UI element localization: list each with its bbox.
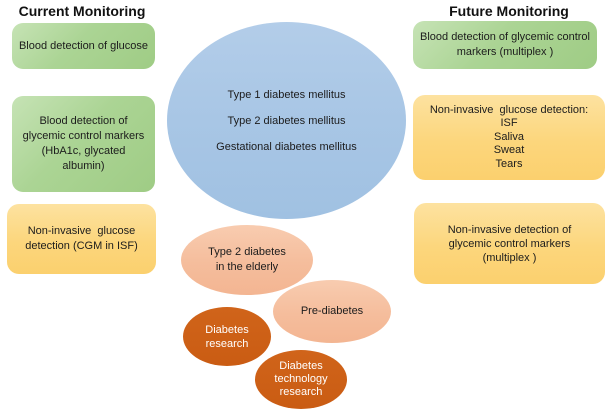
box-blood-detection-glycemic-markers: Blood detection of glycemic control mark… bbox=[12, 96, 155, 192]
ellipse-text-line: Diabetes bbox=[279, 360, 323, 372]
ellipse-text-line: Gestational diabetes mellitus bbox=[216, 140, 357, 153]
box-blood-detection-glucose: Blood detection of glucose bbox=[12, 23, 155, 69]
box-text-line: Non-invasive glucose detection: bbox=[429, 103, 589, 116]
box-text-line: (HbA1c, glycated bbox=[41, 145, 126, 157]
ellipse-diabetes-types: Type 1 diabetes mellitus Type 2 diabetes… bbox=[167, 22, 406, 219]
box-noninvasive-glucose-cgm: Non-invasive glucose detection (CGM in I… bbox=[7, 204, 156, 274]
box-text-line: Saliva bbox=[494, 130, 524, 143]
ellipse-diabetes-research: Diabetes research bbox=[183, 307, 271, 366]
box-text-line: Blood detection of bbox=[39, 115, 128, 127]
future-monitoring-header: Future Monitoring bbox=[449, 3, 569, 19]
ellipse-diabetes-technology-research: Diabetes technology research bbox=[255, 350, 347, 409]
box-text-line: (multiplex ) bbox=[482, 251, 537, 264]
box-text-line: Blood detection of glucose bbox=[18, 39, 149, 52]
ellipse-text-line: research bbox=[279, 386, 323, 398]
ellipse-text-line: Type 1 diabetes mellitus bbox=[227, 88, 346, 101]
ellipse-text-line: Type 2 diabetes mellitus bbox=[227, 114, 346, 127]
box-text-line: albumin) bbox=[62, 160, 105, 172]
box-noninvasive-detection-multiplex: Non-invasive detection of glycemic contr… bbox=[414, 203, 605, 284]
ellipse-type2-elderly: Type 2 diabetes in the elderly bbox=[181, 225, 313, 295]
ellipse-pre-diabetes: Pre-diabetes bbox=[273, 280, 391, 343]
box-noninvasive-glucose-fluids: Non-invasive glucose detection: ISF Sali… bbox=[413, 95, 605, 180]
box-text-line: Non-invasive detection of bbox=[447, 223, 572, 236]
current-monitoring-header: Current Monitoring bbox=[18, 3, 146, 19]
ellipse-text-line: technology bbox=[274, 373, 328, 385]
ellipse-text-line: Pre-diabetes bbox=[300, 305, 364, 317]
box-text-line: glycemic control markers bbox=[22, 130, 145, 142]
box-text-line: Blood detection of glycemic control bbox=[420, 31, 590, 43]
box-text-line: detection (CGM in ISF) bbox=[25, 240, 138, 252]
box-blood-detection-multiplex: Blood detection of glycemic control mark… bbox=[413, 21, 597, 69]
box-text-line: Sweat bbox=[493, 144, 525, 157]
ellipse-text-line: Type 2 diabetes bbox=[208, 246, 286, 258]
box-text-line: glycemic control markers bbox=[448, 237, 571, 250]
ellipse-text-line: Diabetes bbox=[205, 323, 249, 336]
box-text-line: Tears bbox=[495, 157, 523, 170]
ellipse-text-line: in the elderly bbox=[215, 261, 279, 273]
box-text-line: ISF bbox=[500, 117, 518, 130]
box-text-line: Non-invasive glucose bbox=[27, 225, 136, 237]
box-text-line: markers (multiplex ) bbox=[456, 46, 554, 58]
ellipse-text-line: research bbox=[205, 337, 249, 350]
